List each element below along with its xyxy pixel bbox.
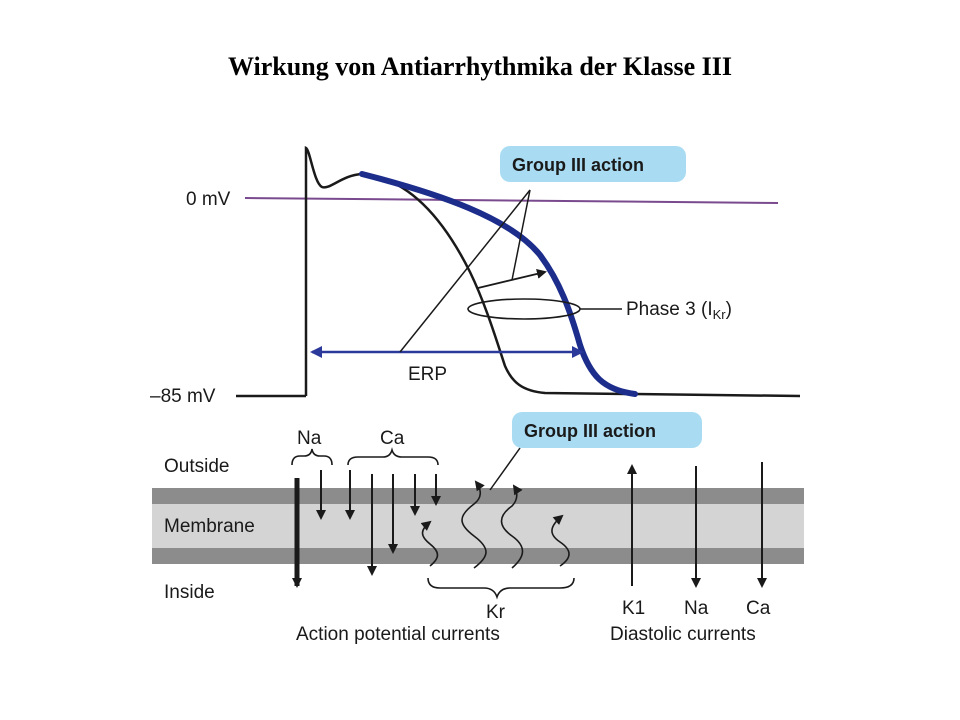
kr-current-1 [420,520,439,567]
prolonged-ap-curve [359,171,638,397]
badge-pointer-2 [399,189,531,353]
ca-label: Ca [380,428,405,449]
kr-current-4 [551,514,570,567]
svg-text:Group III action: Group III action [524,421,656,441]
rest-mv-label: –85 mV [150,386,216,407]
membrane-outer-layer [152,488,804,504]
membrane-panel: Outside Membrane Inside Na Ca Kr Group I… [152,412,804,645]
ap-currents-label: Action potential currents [296,624,500,645]
phase3-label: Phase 3 (IKr) [626,299,732,322]
kr-brace [427,577,575,600]
group-iii-badge-top: Group III action [500,146,686,182]
svg-text:Group III action: Group III action [512,155,644,175]
zero-mv-line [244,197,779,204]
inside-label: Inside [164,582,215,603]
normal-ap-curve [304,145,801,398]
group-iii-badge-bottom: Group III action [512,412,702,448]
kr-label: Kr [486,602,506,623]
na-brace [291,448,333,466]
diastolic-na-label: Na [684,598,709,619]
badge-pointer-3 [489,447,521,491]
diastolic-currents-label: Diastolic currents [610,624,756,645]
badge-pointer-1 [511,189,531,281]
zero-mv-label: 0 mV [186,189,231,210]
membrane-label: Membrane [164,516,255,537]
diastolic-ca-label: Ca [746,598,771,619]
kr-current-2 [461,480,487,569]
diastolic-k1-label: K1 [622,598,645,619]
kr-current-3 [500,484,524,569]
ca-brace [347,447,439,466]
outside-label: Outside [164,456,229,477]
action-potential-panel: 0 mV –85 mV ERP Phase 3 (IKr) Group III … [150,145,801,407]
membrane-inner-layer [152,548,804,564]
prolongation-arrow [477,268,547,289]
page-title: Wirkung von Antiarrhythmika der Klasse I… [228,52,732,81]
erp-label: ERP [408,364,447,385]
na-label: Na [297,428,322,449]
